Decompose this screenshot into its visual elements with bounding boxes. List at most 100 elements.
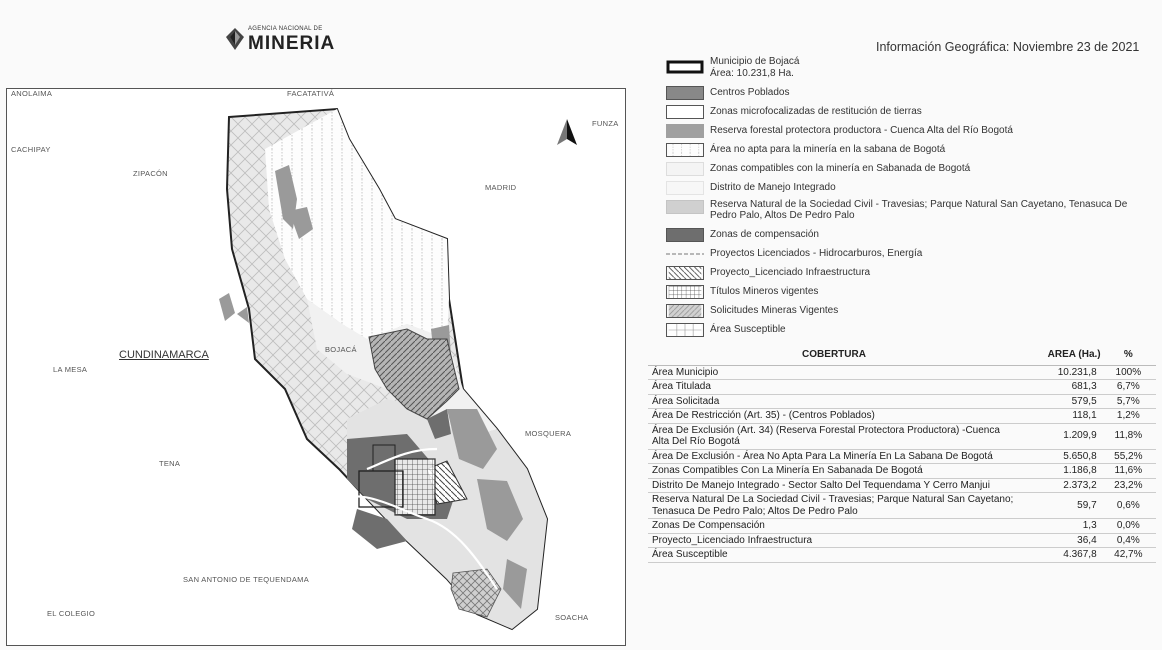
cell-percent: 5,7%	[1100, 394, 1156, 409]
table-row: Reserva Natural De La Sociedad Civil - T…	[648, 492, 1156, 519]
cell-percent: 0,4%	[1100, 533, 1156, 548]
north-arrow-icon	[557, 119, 577, 145]
legend-swatch-light	[666, 162, 704, 176]
legend-swatch-very-light	[666, 181, 704, 195]
diamond-logo-icon	[226, 28, 244, 50]
legend-swatch-dark	[666, 228, 704, 242]
legend-swatch-white	[666, 105, 704, 119]
cell-percent: 1,2%	[1100, 408, 1156, 424]
streams	[336, 447, 498, 590]
table-row: Área De Exclusión (Art. 34) (Reserva For…	[648, 423, 1156, 450]
legend-label: Centros Poblados	[710, 87, 790, 98]
cell-cobertura: Distrito De Manejo Integrado - Sector Sa…	[648, 478, 1020, 493]
cell-percent: 42,7%	[1100, 547, 1156, 563]
cell-percent: 100%	[1100, 365, 1156, 380]
mining-requests-zone	[368, 328, 460, 420]
legend-swatch-dashed-line	[666, 253, 704, 255]
place-anolaima: ANOLAIMA	[11, 89, 53, 98]
cell-percent: 6,7%	[1100, 379, 1156, 395]
place-tena: TENA	[159, 459, 181, 468]
susceptible-area-south	[450, 568, 502, 618]
legend-label: Proyecto_Licenciado Infraestructura	[710, 267, 871, 278]
cell-area: 2.373,2	[1020, 478, 1101, 493]
table-row: Área De Restricción (Art. 35) - (Centros…	[648, 408, 1156, 424]
cell-area: 1.186,8	[1020, 463, 1101, 479]
place-facatativa: FACATATIVÁ	[287, 89, 335, 98]
col-header-percent: %	[1100, 345, 1156, 366]
cell-percent: 23,2%	[1100, 478, 1156, 493]
cell-area: 36,4	[1020, 533, 1101, 548]
place-zipacon: ZIPACÓN	[133, 169, 168, 178]
cell-area: 579,5	[1020, 394, 1101, 409]
place-funza: FUNZA	[592, 119, 619, 128]
cell-cobertura: Zonas De Compensación	[648, 518, 1020, 534]
table-row: Distrito De Manejo Integrado - Sector Sa…	[648, 478, 1156, 493]
legend-swatch-cross	[666, 323, 704, 337]
cell-area: 5.650,8	[1020, 449, 1101, 464]
legend-swatch-outline	[666, 60, 704, 74]
cell-cobertura: Zonas Compatibles Con La Minería En Saba…	[648, 463, 1020, 479]
cell-cobertura: Área De Restricción (Art. 35) - (Centros…	[648, 408, 1020, 424]
legend-swatch-hatch	[666, 304, 704, 318]
cell-cobertura: Área De Exclusión (Art. 34) (Reserva For…	[648, 423, 1020, 450]
legend-label: Zonas de compensación	[710, 229, 819, 240]
place-cundinamarca: CUNDINAMARCA	[119, 349, 209, 361]
cell-area: 10.231,8	[1020, 365, 1101, 380]
col-header-area: AREA (Ha.)	[1020, 345, 1101, 366]
cell-cobertura: Área Titulada	[648, 379, 1020, 395]
legend-swatch-grid	[666, 285, 704, 299]
col-header-cobertura: COBERTURA	[648, 345, 1020, 366]
cell-cobertura: Proyecto_Licenciado Infraestructura	[648, 533, 1020, 548]
table-row: Zonas Compatibles Con La Minería En Saba…	[648, 463, 1156, 479]
cell-cobertura: Área Municipio	[648, 365, 1020, 380]
legend-label: Títulos Mineros vigentes	[710, 286, 819, 297]
legend-label: Solicitudes Mineras Vigentes	[710, 305, 839, 316]
legend-label: Proyectos Licenciados - Hidrocarburos, E…	[710, 248, 923, 259]
cell-cobertura: Área Solicitada	[648, 394, 1020, 409]
info-date: Información Geográfica: Noviembre 23 de …	[876, 40, 1140, 54]
place-el-colegio: EL COLEGIO	[47, 609, 96, 618]
legend-label: Zonas microfocalizadas de restitución de…	[710, 106, 922, 117]
legend-swatch-diagonal	[666, 266, 704, 280]
logo-small-text: AGENCIA NACIONAL DE	[248, 26, 323, 32]
cell-area: 681,3	[1020, 379, 1101, 395]
legend-swatch-mid-gray	[666, 124, 704, 138]
cell-cobertura: Área De Exclusión - Área No Apta Para La…	[648, 449, 1020, 464]
cell-cobertura: Reserva Natural De La Sociedad Civil - T…	[648, 492, 1020, 519]
legend-label: Municipio de Bojacá	[710, 56, 800, 67]
legend-label: Área Susceptible	[710, 324, 786, 335]
place-soacha: SOACHA	[555, 613, 589, 622]
cell-percent: 11,8%	[1100, 423, 1156, 450]
cell-cobertura: Área Susceptible	[648, 547, 1020, 563]
cell-percent: 0,6%	[1100, 492, 1156, 519]
legend-label-area: Área: 10.231,8 Ha.	[710, 68, 794, 79]
place-bojaca: BOJACÁ	[325, 345, 357, 354]
place-san-antonio: SAN ANTONIO DE TEQUENDAMA	[183, 575, 309, 584]
legend-label: Reserva forestal protectora productora -…	[710, 125, 1013, 136]
legend-swatch-pale-gray	[666, 200, 704, 214]
agency-logo: AGENCIA NACIONAL DE MINERIA	[226, 24, 376, 56]
cell-area: 1,3	[1020, 518, 1101, 534]
legend-label: Reserva Natural de la Sociedad Civil - T…	[710, 199, 1128, 221]
place-la-mesa: LA MESA	[53, 365, 88, 374]
place-mosquera: MOSQUERA	[525, 429, 572, 438]
legend-label: Área no apta para la minería en la saban…	[710, 144, 946, 155]
legend-label: Distrito de Manejo Integrado	[710, 182, 836, 193]
place-cachipay: CACHIPAY	[11, 145, 51, 154]
cell-area: 4.367,8	[1020, 547, 1101, 563]
legend-swatch-dots	[666, 143, 704, 157]
cell-percent: 0,0%	[1100, 518, 1156, 534]
cell-area: 118,1	[1020, 408, 1101, 424]
place-madrid: MADRID	[485, 183, 517, 192]
map-frame[interactable]: ANOLAIMA FACATATIVÁ FUNZA CACHIPAY ZIPAC…	[6, 88, 626, 646]
map-canvas[interactable]	[7, 89, 626, 646]
cell-area: 59,7	[1020, 492, 1101, 519]
